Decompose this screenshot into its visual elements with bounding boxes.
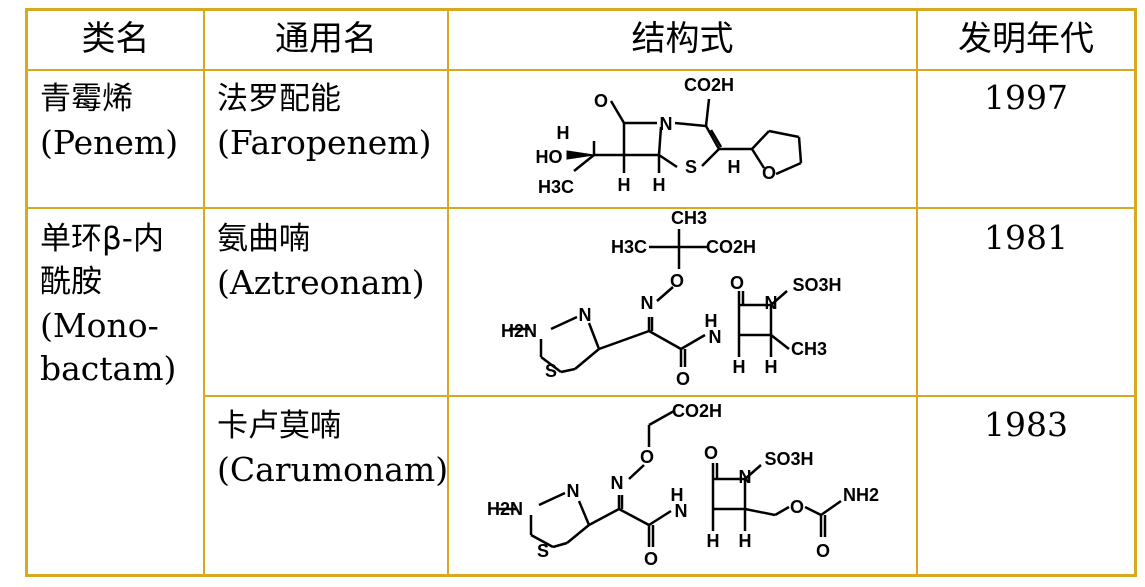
structure-label: H2N bbox=[501, 321, 537, 341]
structure-label: S bbox=[545, 361, 557, 381]
table-border-row1 bbox=[25, 207, 1137, 209]
structure-label: H bbox=[733, 357, 746, 377]
structure-label: H bbox=[618, 175, 631, 195]
header-class: 类名 bbox=[81, 19, 150, 59]
table-border-top bbox=[25, 8, 1137, 11]
structure-label: O bbox=[644, 549, 658, 569]
table-border-header bbox=[25, 69, 1137, 71]
header-structure: 结构式 bbox=[631, 19, 734, 59]
structure-label: O bbox=[594, 91, 608, 111]
year-value: 1981 bbox=[984, 218, 1068, 257]
structure-label: H bbox=[557, 123, 570, 143]
structure-label: SO3H bbox=[764, 449, 813, 469]
table-border-col2 bbox=[447, 8, 449, 577]
class-name-cn: 单环β-内 bbox=[40, 221, 164, 257]
structure-label: O bbox=[816, 541, 830, 561]
class-name-cn: 酰胺 bbox=[40, 264, 102, 300]
structure-label: S bbox=[685, 157, 697, 177]
structure-label: CO2H bbox=[706, 237, 756, 257]
class-name-en: bactam) bbox=[40, 349, 177, 388]
structure-label: N bbox=[579, 305, 592, 325]
structure-label: H bbox=[739, 531, 752, 551]
structure-label: N bbox=[709, 327, 722, 347]
generic-name-cn: 氨曲喃 bbox=[217, 221, 310, 257]
carumonam-structure: CO2H O N O N SO3H H2N N S H N O H H O NH… bbox=[487, 401, 879, 569]
structure-label: N bbox=[739, 467, 752, 487]
structure-label: CH3 bbox=[791, 339, 827, 359]
table-border-bottom bbox=[25, 574, 1137, 577]
structure-label: H bbox=[728, 157, 741, 177]
class-name-cn: 青霉烯 bbox=[40, 81, 133, 117]
structure-label: H3C bbox=[611, 237, 647, 257]
year-value: 1997 bbox=[984, 78, 1068, 117]
structure-label: N bbox=[660, 114, 673, 134]
generic-name-en: (Carumonam) bbox=[217, 450, 449, 489]
structure-label: H bbox=[705, 311, 718, 331]
table-border-col3 bbox=[916, 8, 918, 577]
structure-label: H bbox=[653, 175, 666, 195]
table-border-row2 bbox=[203, 395, 1137, 397]
table-border-left bbox=[25, 8, 28, 577]
structure-label: H3C bbox=[538, 177, 574, 197]
structure-label: O bbox=[790, 497, 804, 517]
structure-label: SO3H bbox=[792, 275, 841, 295]
structure-label: O bbox=[670, 271, 684, 291]
structure-label: N bbox=[641, 293, 654, 313]
table-border-right bbox=[1134, 8, 1137, 577]
structure-label: CH3 bbox=[671, 209, 707, 228]
generic-name-en: (Aztreonam) bbox=[217, 263, 425, 302]
structure-label: NH2 bbox=[843, 485, 879, 505]
generic-name-cn: 卡卢莫喃 bbox=[217, 408, 341, 444]
structure-label: H bbox=[671, 485, 684, 505]
structure-label: O bbox=[676, 369, 690, 389]
header-year: 发明年代 bbox=[958, 19, 1094, 59]
aztreonam-structure: CH3 H3C CO2H O N O N SO3H H2N N S H N O … bbox=[501, 209, 842, 389]
structure-label: H2N bbox=[487, 499, 523, 519]
structure-label: HO bbox=[536, 147, 563, 167]
generic-name-cn: 法罗配能 bbox=[217, 81, 341, 117]
generic-name-en: (Faropenem) bbox=[217, 123, 432, 162]
faropenem-structure: CO2H O N H HO H3C H H S H O bbox=[536, 75, 803, 197]
year-value: 1983 bbox=[984, 405, 1068, 444]
class-name-en: (Mono- bbox=[40, 306, 159, 345]
structure-label: CO2H bbox=[684, 75, 734, 95]
structure-label: S bbox=[537, 541, 549, 561]
structure-label: H bbox=[707, 531, 720, 551]
structure-label: N bbox=[675, 501, 688, 521]
structure-label: O bbox=[640, 447, 654, 467]
structure-label: N bbox=[765, 293, 778, 313]
class-name-en: (Penem) bbox=[40, 123, 179, 162]
structure-label: CO2H bbox=[672, 401, 722, 421]
structure-label: O bbox=[762, 163, 776, 183]
table-border-col1 bbox=[203, 8, 205, 577]
structure-label: N bbox=[567, 481, 580, 501]
structure-label: H bbox=[765, 357, 778, 377]
structure-label: O bbox=[730, 273, 744, 293]
structure-label: N bbox=[611, 473, 624, 493]
header-generic: 通用名 bbox=[275, 19, 377, 59]
structure-label: O bbox=[704, 443, 718, 463]
